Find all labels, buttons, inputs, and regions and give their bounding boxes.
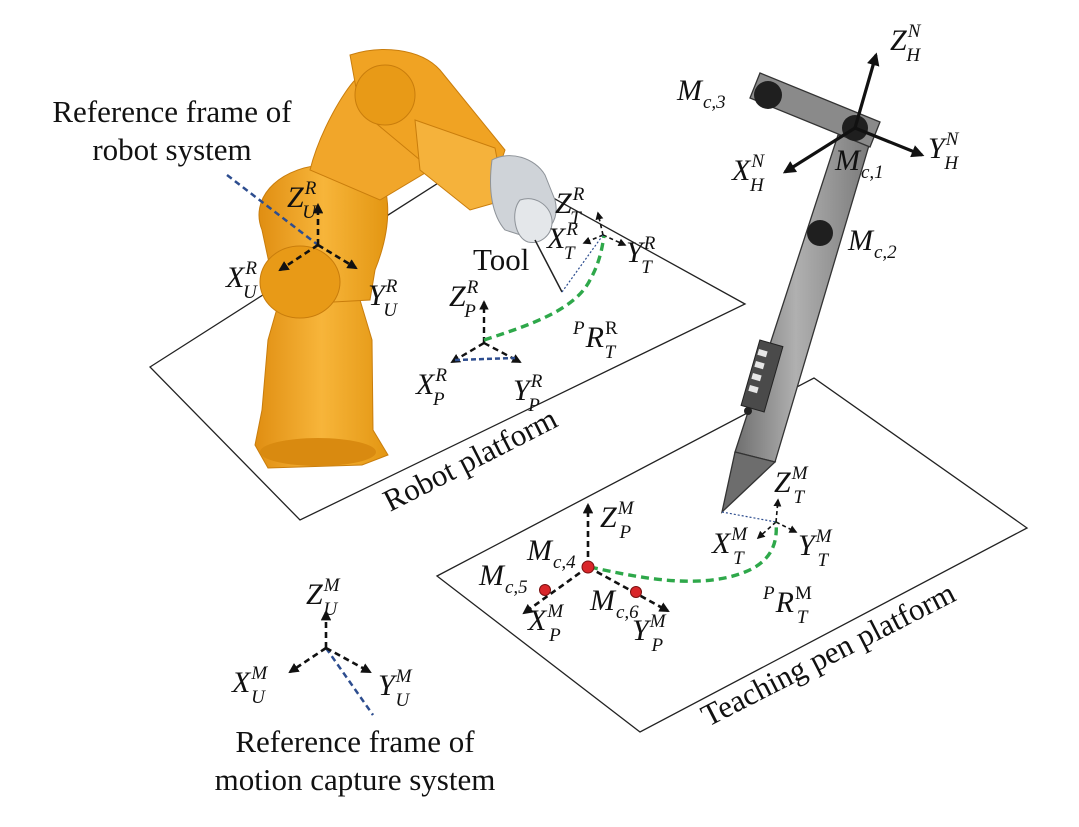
label-mc2: Mc,2 xyxy=(847,224,897,263)
marker-mc3-ball xyxy=(754,81,782,109)
robot-trajectory xyxy=(483,235,606,342)
marker-mc6-dot xyxy=(630,586,642,598)
axis-zhn xyxy=(853,52,880,129)
robot-platform-label: Robot platform xyxy=(377,401,562,519)
mocap-base-frame xyxy=(288,609,372,674)
tool-label: Tool xyxy=(473,242,529,277)
label-mc5: Mc,5 xyxy=(478,559,528,598)
teaching-pen xyxy=(720,72,881,514)
label-mc6: Mc,6 xyxy=(589,584,639,623)
mocap-reference-caption-line2: motion capture system xyxy=(215,762,496,797)
robot-base xyxy=(254,299,389,469)
mocap-reference-caption-line1: Reference frame of xyxy=(235,724,475,759)
axis-ypm xyxy=(587,565,670,613)
robot-tool-frame xyxy=(582,211,627,246)
pen-head-frame xyxy=(782,52,925,174)
robot-forearm xyxy=(414,119,506,211)
marker-mc4-dot xyxy=(581,560,595,574)
pen-button-panel xyxy=(740,339,784,413)
pen-tip-link-line xyxy=(721,511,777,523)
robot-base-flange xyxy=(260,438,376,466)
robot-platform-blue-segment xyxy=(454,356,516,362)
marker-mc2-ball xyxy=(807,220,833,246)
axis-ztm xyxy=(773,498,782,523)
robot-base-frame xyxy=(278,202,358,272)
pen-tip xyxy=(720,451,777,514)
axis-xhn xyxy=(782,126,856,174)
label-mc1: Mc,1 xyxy=(834,144,884,183)
robot-tool-flange xyxy=(514,198,553,244)
axis-ztr xyxy=(595,211,604,236)
axis-yhn xyxy=(854,126,925,158)
axis-xur xyxy=(278,243,319,272)
pen-platform-label: Teaching pen platform xyxy=(695,575,961,733)
axis-yum xyxy=(325,646,372,674)
pen-platform-plane xyxy=(435,377,1029,733)
pen-platform-frame xyxy=(522,502,670,615)
axis-ytm xyxy=(775,521,798,533)
marker-mc5-dot xyxy=(539,584,551,596)
axis-xtm xyxy=(756,521,777,540)
mocap-reference-pointer xyxy=(324,647,375,716)
axis-xum xyxy=(288,646,327,674)
robot-shoulder-joint xyxy=(354,64,416,126)
axis-xpm xyxy=(522,565,589,615)
robot-reference-caption-line2: robot system xyxy=(92,132,251,167)
pen-tool-frame xyxy=(756,498,798,540)
label-mc4: Mc,4 xyxy=(526,534,576,573)
pen-buttons xyxy=(748,349,768,394)
axis-xtr xyxy=(582,234,604,245)
pen-indicator xyxy=(744,407,752,415)
robot-reference-pointer xyxy=(226,174,319,246)
axis-yur xyxy=(317,243,358,270)
label-mc3: Mc,3 xyxy=(676,74,726,113)
robot-tool-tip xyxy=(534,239,563,293)
robot-arm xyxy=(254,49,563,469)
pen-trajectory xyxy=(589,521,778,583)
robot-reference-caption-line1: Reference frame of xyxy=(52,94,292,129)
